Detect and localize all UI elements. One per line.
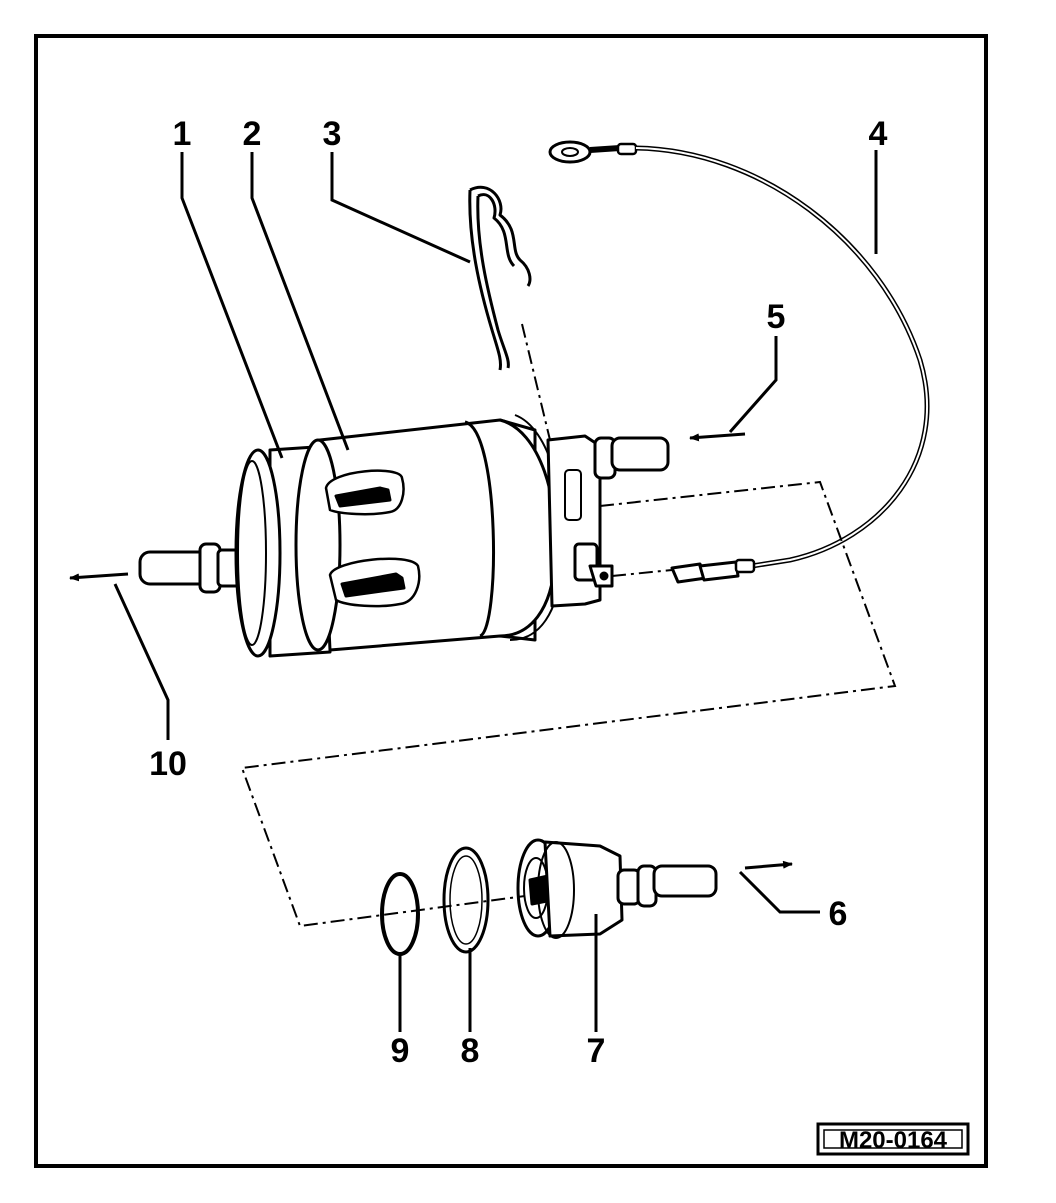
filter-inlet-fitting: [546, 434, 670, 608]
assembly-guide-lines: [240, 323, 897, 928]
reference-code: M20-0164: [839, 1127, 948, 1154]
callout-8: 8: [461, 1032, 480, 1070]
callout-2: 2: [243, 115, 262, 153]
pressure-regulator: [516, 838, 718, 939]
flow-arrow-5: [689, 432, 746, 442]
flow-arrows: [69, 432, 793, 870]
filter-housing: [294, 414, 565, 652]
callout-5: 5: [767, 298, 786, 336]
flow-arrow-6: [744, 860, 793, 870]
diagram-frame: [34, 34, 988, 1168]
fuel-filter-assembly: [138, 414, 670, 658]
callout-3: 3: [323, 115, 342, 153]
callout-9: 9: [391, 1032, 410, 1070]
callout-10: 10: [149, 745, 187, 783]
flow-arrow-10: [69, 572, 129, 582]
earth-wire: [548, 140, 930, 584]
reference-code-box: M20-0164: [816, 1122, 970, 1156]
callout-labels: 1 2 3 4 5 6 7 8 9 10: [149, 115, 887, 1070]
o-ring-large-inner: [449, 855, 483, 945]
o-ring-large: [442, 846, 490, 954]
callout-7: 7: [587, 1032, 606, 1070]
leader-lines: [113, 150, 878, 1032]
retaining-clip: [468, 186, 532, 371]
callout-6: 6: [829, 895, 848, 933]
callout-4: 4: [869, 115, 888, 153]
callout-1: 1: [173, 115, 192, 153]
